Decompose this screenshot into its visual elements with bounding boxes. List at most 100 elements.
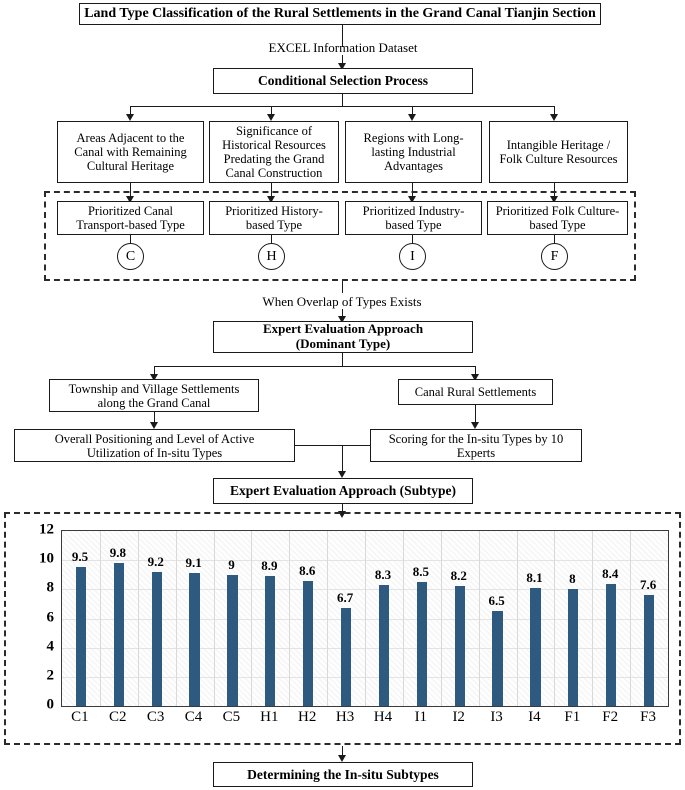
chart-y-tick-label: 2 bbox=[46, 667, 55, 684]
criteria-1-line-1: Areas Adjacent to the bbox=[76, 131, 185, 145]
chart-bar-value-label: 9.2 bbox=[147, 553, 164, 569]
chart-bar bbox=[416, 582, 427, 706]
scoring-line-1: Scoring for the In-situ Types by 10 bbox=[388, 431, 564, 446]
chart-bar bbox=[568, 589, 579, 706]
criteria-box-historical: Significance of Historical Resources Pre… bbox=[209, 121, 339, 183]
chart-bar bbox=[113, 563, 124, 706]
chart-gridline-vertical bbox=[213, 531, 215, 706]
criteria-3-line-2: lasting Industrial bbox=[371, 145, 456, 159]
chart-gridline-vertical bbox=[630, 531, 632, 706]
connector-conditional-down bbox=[342, 94, 343, 106]
criteria-4-line-2: Folk Culture Resources bbox=[499, 152, 618, 166]
chart-bar-value-label: 8.3 bbox=[374, 566, 392, 582]
chart-x-tick-label: C2 bbox=[109, 709, 127, 725]
chart-bar bbox=[227, 574, 238, 706]
arrow-to-canal-rural bbox=[471, 374, 479, 381]
type-code-c: C bbox=[125, 248, 136, 264]
chart-bar-value-label: 9.1 bbox=[185, 555, 202, 571]
chart-y-tick-label: 4 bbox=[46, 638, 55, 655]
connector-type1-to-circle bbox=[130, 235, 131, 245]
connector-bus-to-township bbox=[154, 366, 155, 376]
criteria-box-industrial: Regions with Long- lasting Industrial Ad… bbox=[345, 121, 482, 183]
chart-x-tick-label: I2 bbox=[452, 709, 465, 725]
criteria-box-folk: Intangible Heritage / Folk Culture Resou… bbox=[489, 121, 628, 183]
connector-bus-to-c4 bbox=[554, 106, 555, 116]
scores-chart-group bbox=[4, 512, 681, 745]
chart-y-tick-label: 6 bbox=[46, 609, 55, 625]
criteria-3-line-3: Advantages bbox=[383, 159, 443, 173]
connector-label-overlap: When Overlap of Types Exists bbox=[262, 294, 422, 309]
conditional-selection-label: Conditional Selection Process bbox=[258, 73, 428, 89]
connector-bus-to-c3 bbox=[412, 106, 413, 116]
criteria-2-line-3: Predating the Grand bbox=[223, 152, 325, 166]
type-code-i: I bbox=[410, 248, 415, 264]
criteria-1-line-3: Cultural Heritage bbox=[86, 159, 175, 173]
chart-bar bbox=[151, 571, 162, 706]
chart-bar bbox=[530, 587, 541, 706]
connector-overlap-to-expert bbox=[342, 309, 343, 318]
chart-gridline-vertical bbox=[251, 531, 253, 706]
arrow-to-chart bbox=[338, 511, 346, 518]
type-4-line-2: based Type bbox=[529, 218, 586, 232]
connector-expert-down bbox=[342, 353, 343, 366]
chart-bar-value-label: 8.5 bbox=[412, 564, 429, 580]
chart-bar bbox=[265, 576, 276, 706]
arrow-to-determining bbox=[338, 755, 346, 762]
canal-rural-label: Canal Rural Settlements bbox=[414, 385, 537, 399]
chart-bar bbox=[492, 611, 503, 706]
overall-line-2: Utilization of In-situ Types bbox=[86, 445, 223, 460]
chart-bar-value-label: 8 bbox=[569, 571, 576, 587]
arrow-to-criteria-3 bbox=[408, 114, 416, 121]
page-title: Land Type Classification of the Rural Se… bbox=[84, 6, 596, 22]
chart-bar-value-label: 9.5 bbox=[71, 549, 89, 565]
chart-bar bbox=[340, 608, 352, 706]
chart-bar-value-label: 8.2 bbox=[450, 568, 467, 584]
arrow-to-criteria-4 bbox=[550, 114, 558, 121]
chart-bar-value-label: 6.5 bbox=[488, 593, 505, 609]
criteria-3-line-1: Regions with Long- bbox=[363, 131, 464, 145]
arrow-to-conditional bbox=[338, 63, 346, 70]
type-2-line-2: based Type bbox=[245, 218, 303, 232]
type-code-h: H bbox=[266, 248, 277, 264]
chart-gridline-vertical bbox=[327, 531, 329, 706]
chart-gridline-vertical bbox=[365, 531, 366, 706]
arrow-to-overall-positioning bbox=[150, 422, 158, 429]
chart-bar-value-label: 9 bbox=[228, 556, 235, 572]
arrow-to-expert-subtype bbox=[338, 471, 346, 478]
chart-x-tick-label: I3 bbox=[490, 709, 503, 725]
chart-gridline-vertical bbox=[99, 531, 101, 706]
connector-title-to-conditional bbox=[342, 25, 343, 47]
connector-expert-bus bbox=[154, 366, 476, 367]
township-line-2: along the Grand Canal bbox=[97, 395, 211, 410]
type-code-circle-f: F bbox=[541, 243, 568, 270]
criteria-2-line-2: Historical Resources bbox=[222, 138, 326, 152]
chart-y-tick-label: 10 bbox=[39, 550, 54, 567]
connector-merge-bus bbox=[295, 445, 370, 446]
chart-x-tick-label: H4 bbox=[373, 709, 393, 725]
chart-x-tick-label: I4 bbox=[528, 709, 541, 725]
prioritized-types-group bbox=[44, 191, 636, 281]
type-box-industry: Prioritized Industry- based Type bbox=[345, 201, 482, 235]
type-3-line-2: based Type bbox=[385, 218, 442, 232]
scoring-box: Scoring for the In-situ Types by 10 Expe… bbox=[370, 429, 582, 462]
chart-bar-value-label: 8.9 bbox=[261, 558, 278, 574]
chart-x-tick-label: H2 bbox=[298, 709, 317, 725]
arrow-to-type-2 bbox=[267, 196, 275, 203]
chart-x-tick-label: C3 bbox=[146, 709, 165, 725]
type-1-line-1: Prioritized Canal bbox=[87, 204, 174, 218]
connector-conditional-bus bbox=[130, 106, 554, 107]
chart-gridline-vertical bbox=[554, 531, 556, 706]
arrow-to-scoring bbox=[471, 422, 479, 429]
chart-y-tick-label: 0 bbox=[46, 696, 55, 713]
chart-x-tick-label: H3 bbox=[335, 709, 355, 725]
canal-rural-settlements-box: Canal Rural Settlements bbox=[398, 379, 553, 405]
determining-label: Determining the In-situ Subtypes bbox=[247, 766, 439, 782]
type-box-folk-culture: Prioritized Folk Culture- based Type bbox=[487, 201, 628, 235]
connector-type2-to-circle bbox=[271, 235, 272, 245]
arrow-to-type-4 bbox=[550, 196, 558, 203]
connector-township-down bbox=[154, 412, 155, 424]
criteria-2-line-4: Canal Construction bbox=[225, 166, 323, 180]
chart-bar bbox=[303, 580, 314, 706]
type-code-circle-i: I bbox=[399, 243, 426, 270]
chart-bar-value-label: 8.1 bbox=[526, 569, 543, 585]
